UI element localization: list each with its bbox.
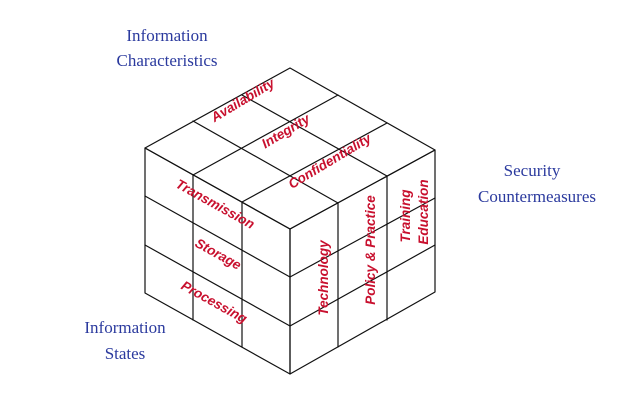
label-policy-practice: Policy & Practice [363,195,378,305]
countermeasures-labels: Technology Policy & Practice Training Ed… [316,179,431,315]
right-face-grid [289,149,436,375]
info-characteristics-line1: Information [126,26,208,45]
label-technology: Technology [316,239,331,316]
info-states-line2: States [105,344,146,363]
label-training: Training [398,189,413,243]
info-characteristics-line2: Characteristics [116,51,217,70]
front-right-face [290,150,435,374]
label-education: Education [416,179,431,244]
security-countermeasures-line2: Countermeasures [478,187,596,206]
security-countermeasures-line1: Security [504,161,561,180]
corner-labels: Information Characteristics Security Cou… [84,26,596,363]
front-left-face [145,148,290,374]
info-states-line1: Information [84,318,166,337]
